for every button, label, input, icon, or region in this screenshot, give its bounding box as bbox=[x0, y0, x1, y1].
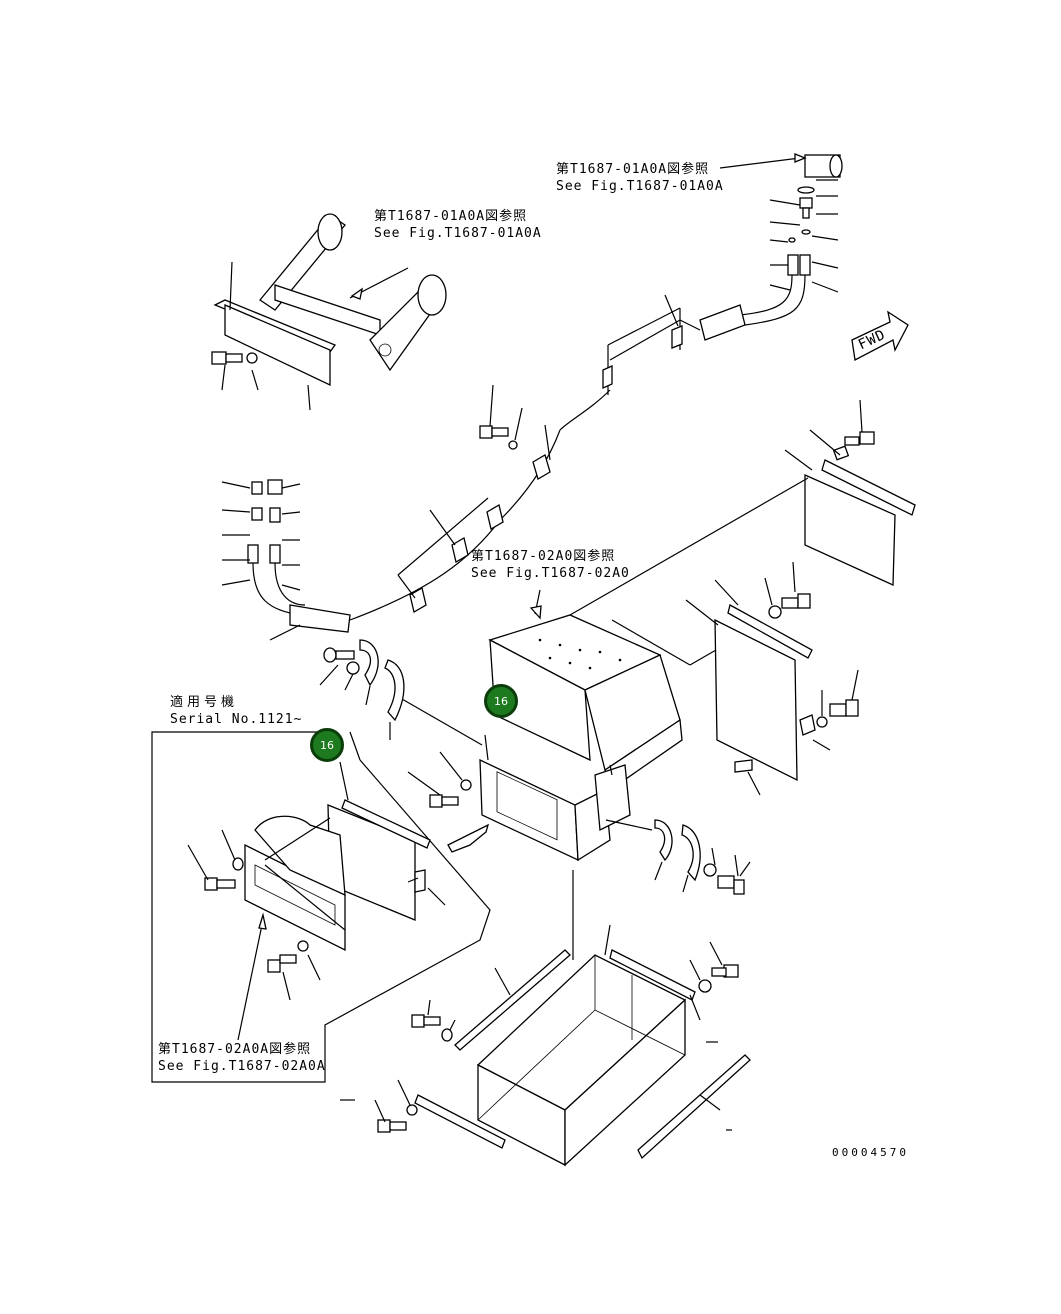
bottom-tray-assembly bbox=[340, 924, 751, 1167]
serial-inset bbox=[151, 731, 491, 1083]
ref-top-right-en: See Fig.T1687-01A0A bbox=[556, 179, 724, 194]
ref-center-jp: 第T1687-02A0図参照 bbox=[471, 549, 616, 564]
serial-label-jp: 適用号機 bbox=[170, 695, 239, 710]
box-top-rivets bbox=[538, 638, 622, 670]
right-middle-panel bbox=[611, 561, 859, 796]
ref-bottom-left-en: See Fig.T1687-02A0A bbox=[158, 1059, 326, 1074]
main-box-assembly bbox=[319, 589, 751, 960]
ref-top-left-en: See Fig.T1687-01A0A bbox=[374, 226, 542, 241]
ref-center-en: See Fig.T1687-02A0 bbox=[471, 566, 630, 581]
drawing-number: 00004570 bbox=[832, 1146, 909, 1159]
upper-hose-assembly bbox=[559, 153, 843, 431]
mid-harness-assembly bbox=[221, 384, 561, 641]
upper-bracket-assembly bbox=[211, 213, 447, 411]
callout-16-serial[interactable]: 16 bbox=[310, 728, 344, 762]
callout-16-main[interactable]: 16 bbox=[484, 684, 518, 718]
right-upper-panel bbox=[569, 399, 916, 616]
serial-label-en: Serial No.1121~ bbox=[170, 712, 303, 727]
fwd-arrow-icon bbox=[851, 310, 909, 362]
ref-bottom-left-jp: 第T1687-02A0A図参照 bbox=[158, 1042, 312, 1057]
ref-top-right-jp: 第T1687-01A0A図参照 bbox=[556, 162, 710, 177]
ref-top-left-jp: 第T1687-01A0A図参照 bbox=[374, 209, 528, 224]
